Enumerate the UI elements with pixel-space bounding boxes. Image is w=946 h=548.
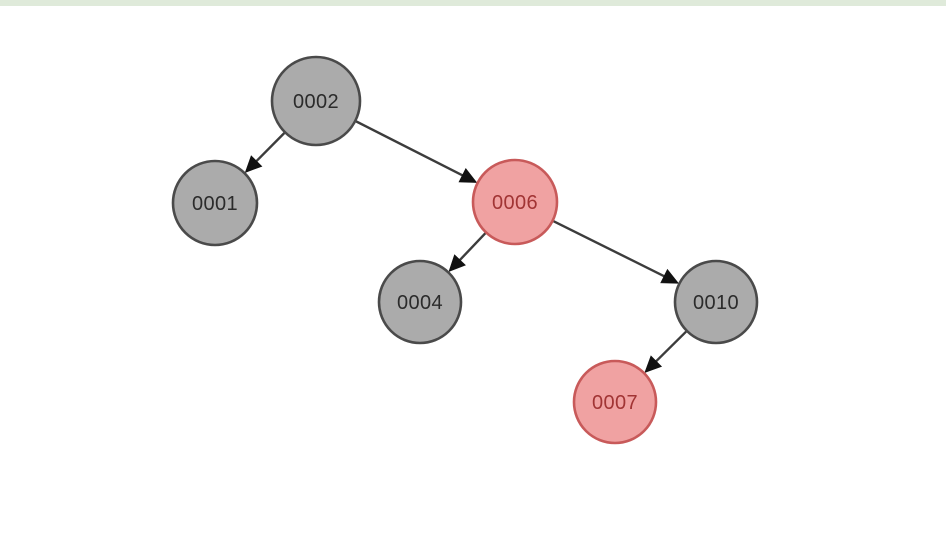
edges-layer <box>244 120 687 373</box>
node-label: 0006 <box>492 192 538 214</box>
edge-0002-to-0006 <box>355 120 478 183</box>
arrow-head-icon <box>644 355 663 373</box>
edge-line <box>355 120 463 177</box>
edge-line <box>552 220 665 278</box>
edge-line <box>255 132 286 162</box>
node-label: 0010 <box>693 292 739 314</box>
tree-node-0001[interactable]: 0001 <box>171 159 259 247</box>
edge-0010-to-0007 <box>644 330 687 373</box>
edge-0002-to-0001 <box>244 132 286 173</box>
tree-node-0010[interactable]: 0010 <box>673 259 759 345</box>
node-circle[interactable] <box>377 259 463 345</box>
arrow-head-icon <box>448 254 466 273</box>
edge-0006-to-0010 <box>552 220 680 284</box>
arrow-head-icon <box>660 268 680 284</box>
node-circle[interactable] <box>270 55 362 147</box>
tree-node-0002[interactable]: 0002 <box>270 55 362 147</box>
node-label: 0001 <box>192 193 238 215</box>
node-circle[interactable] <box>673 259 759 345</box>
arrow-head-icon <box>244 155 263 173</box>
edge-0006-to-0004 <box>448 232 487 273</box>
node-label: 0004 <box>397 292 443 314</box>
node-circle[interactable] <box>471 158 559 246</box>
top-accent-strip <box>0 0 946 6</box>
tree-node-0004[interactable]: 0004 <box>377 259 463 345</box>
tree-node-0007[interactable]: 0007 <box>572 359 658 445</box>
node-label: 0002 <box>293 91 339 113</box>
node-circle[interactable] <box>572 359 658 445</box>
tree-node-0006[interactable]: 0006 <box>471 158 559 246</box>
edge-line <box>655 330 687 363</box>
node-circle[interactable] <box>171 159 259 247</box>
node-label: 0007 <box>592 392 638 414</box>
arrow-head-icon <box>458 168 478 183</box>
nodes-layer: 0002 0001 0006 0004 0010 0007 <box>171 55 759 445</box>
edge-line <box>459 232 487 261</box>
